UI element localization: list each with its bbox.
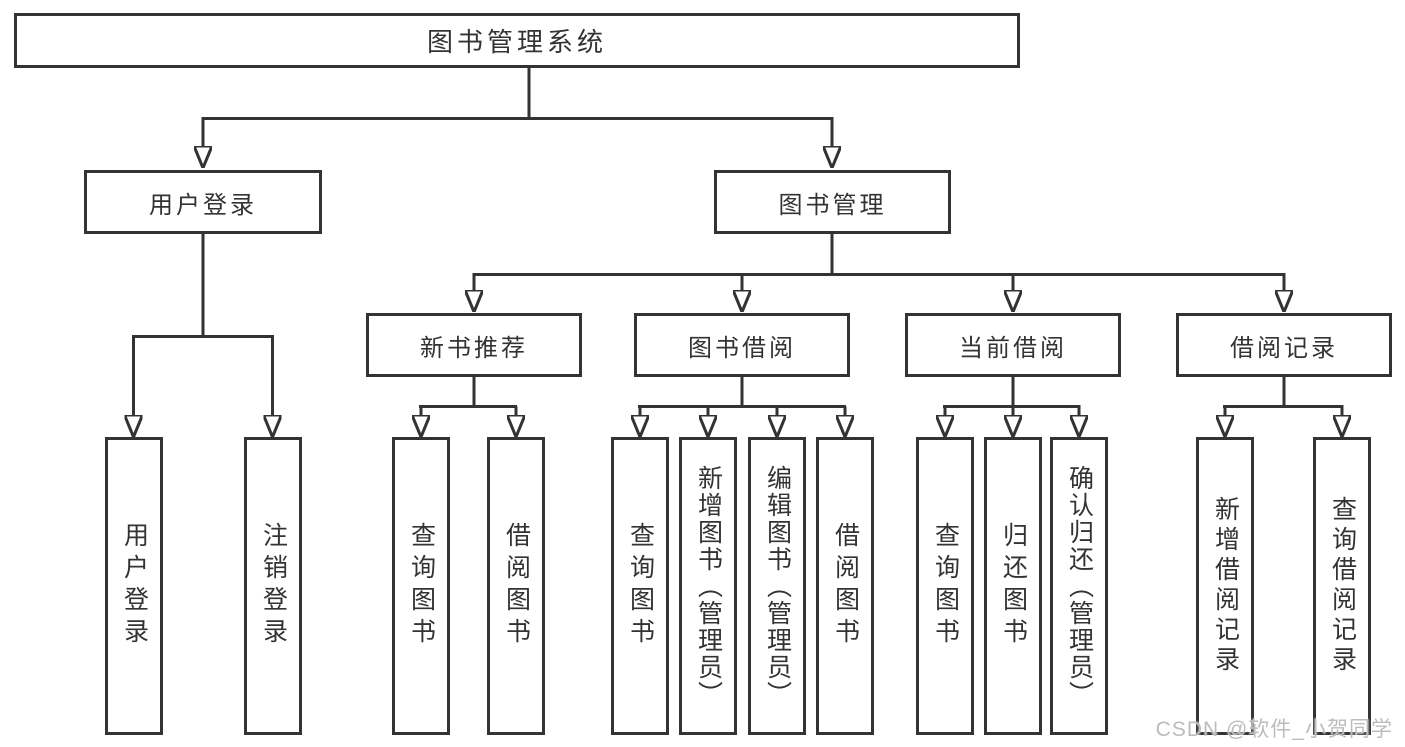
- node-label: 查询借阅记录: [1328, 496, 1357, 676]
- node-label: 图书管理: [778, 191, 887, 219]
- node-label: 用户登录: [149, 191, 257, 219]
- node-current-borrow: 当前借阅: [905, 313, 1121, 377]
- leaf-query-book-2: 查询图书: [611, 437, 669, 735]
- node-label: 借阅图书: [831, 522, 860, 650]
- node-label: 新书推荐: [420, 334, 528, 362]
- leaf-confirm-return-admin: 确认归还（管理员）: [1050, 437, 1108, 735]
- leaf-add-book-admin: 新增图书（管理员）: [679, 437, 737, 735]
- node-label: 借阅记录: [1230, 334, 1338, 362]
- node-label: 新增图书（管理员）: [694, 464, 723, 708]
- node-label: 用户登录: [120, 522, 149, 650]
- node-book-borrow: 图书借阅: [634, 313, 850, 377]
- leaf-edit-book-admin: 编辑图书（管理员）: [748, 437, 806, 735]
- node-root-system: 图书管理系统: [14, 13, 1020, 68]
- node-label: 新增借阅记录: [1211, 496, 1240, 676]
- node-user-login: 用户登录: [84, 170, 322, 234]
- leaf-return-book: 归还图书: [984, 437, 1042, 735]
- node-label: 查询图书: [626, 522, 655, 650]
- leaf-add-borrow-record: 新增借阅记录: [1196, 437, 1254, 735]
- node-label: 查询图书: [931, 522, 960, 650]
- leaf-query-book-1: 查询图书: [392, 437, 450, 735]
- node-label: 当前借阅: [959, 334, 1067, 362]
- leaf-logout: 注销登录: [244, 437, 302, 735]
- leaf-user-login: 用户登录: [105, 437, 163, 735]
- node-new-book-recommend: 新书推荐: [366, 313, 582, 377]
- node-book-management: 图书管理: [714, 170, 951, 234]
- node-label: 编辑图书（管理员）: [763, 464, 792, 708]
- leaf-borrow-book-2: 借阅图书: [816, 437, 874, 735]
- leaf-query-borrow-record: 查询借阅记录: [1313, 437, 1371, 735]
- node-label: 图书借阅: [688, 334, 796, 362]
- node-label: 借阅图书: [502, 522, 531, 650]
- csdn-watermark: CSDN @软件_小贺同学: [1155, 718, 1393, 741]
- node-label: 注销登录: [259, 522, 288, 650]
- node-label: 查询图书: [407, 522, 436, 650]
- node-borrow-records: 借阅记录: [1176, 313, 1392, 377]
- leaf-borrow-book-1: 借阅图书: [487, 437, 545, 735]
- node-label: 确认归还（管理员）: [1065, 464, 1094, 708]
- node-label: 归还图书: [999, 522, 1028, 650]
- leaf-query-book-3: 查询图书: [916, 437, 974, 735]
- node-label: 图书管理系统: [426, 27, 607, 57]
